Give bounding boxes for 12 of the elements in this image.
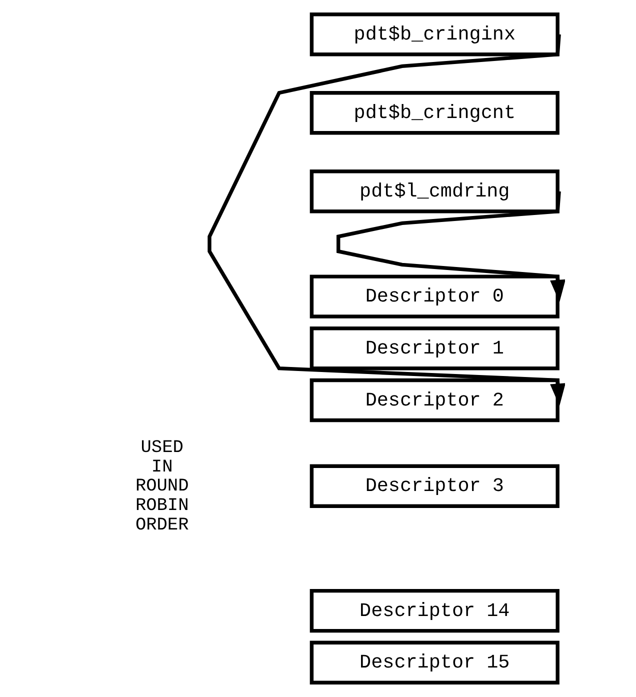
node-box: Descriptor 3 — [310, 464, 560, 508]
arrow — [336, 191, 565, 302]
node-box: Descriptor 2 — [310, 378, 560, 422]
node-box: Descriptor 15 — [310, 640, 560, 684]
label: USED IN ROUND ROBIN ORDER — [135, 438, 189, 536]
node-box: Descriptor 1 — [310, 326, 560, 370]
node-box: Descriptor 0 — [310, 274, 560, 318]
node-box: pdt$b_cringinx — [310, 12, 560, 56]
arrow — [208, 34, 565, 406]
node-box: Descriptor 14 — [310, 588, 560, 633]
node-box: pdt$b_cringcnt — [310, 91, 560, 135]
node-box: pdt$l_cmdring — [310, 170, 560, 214]
